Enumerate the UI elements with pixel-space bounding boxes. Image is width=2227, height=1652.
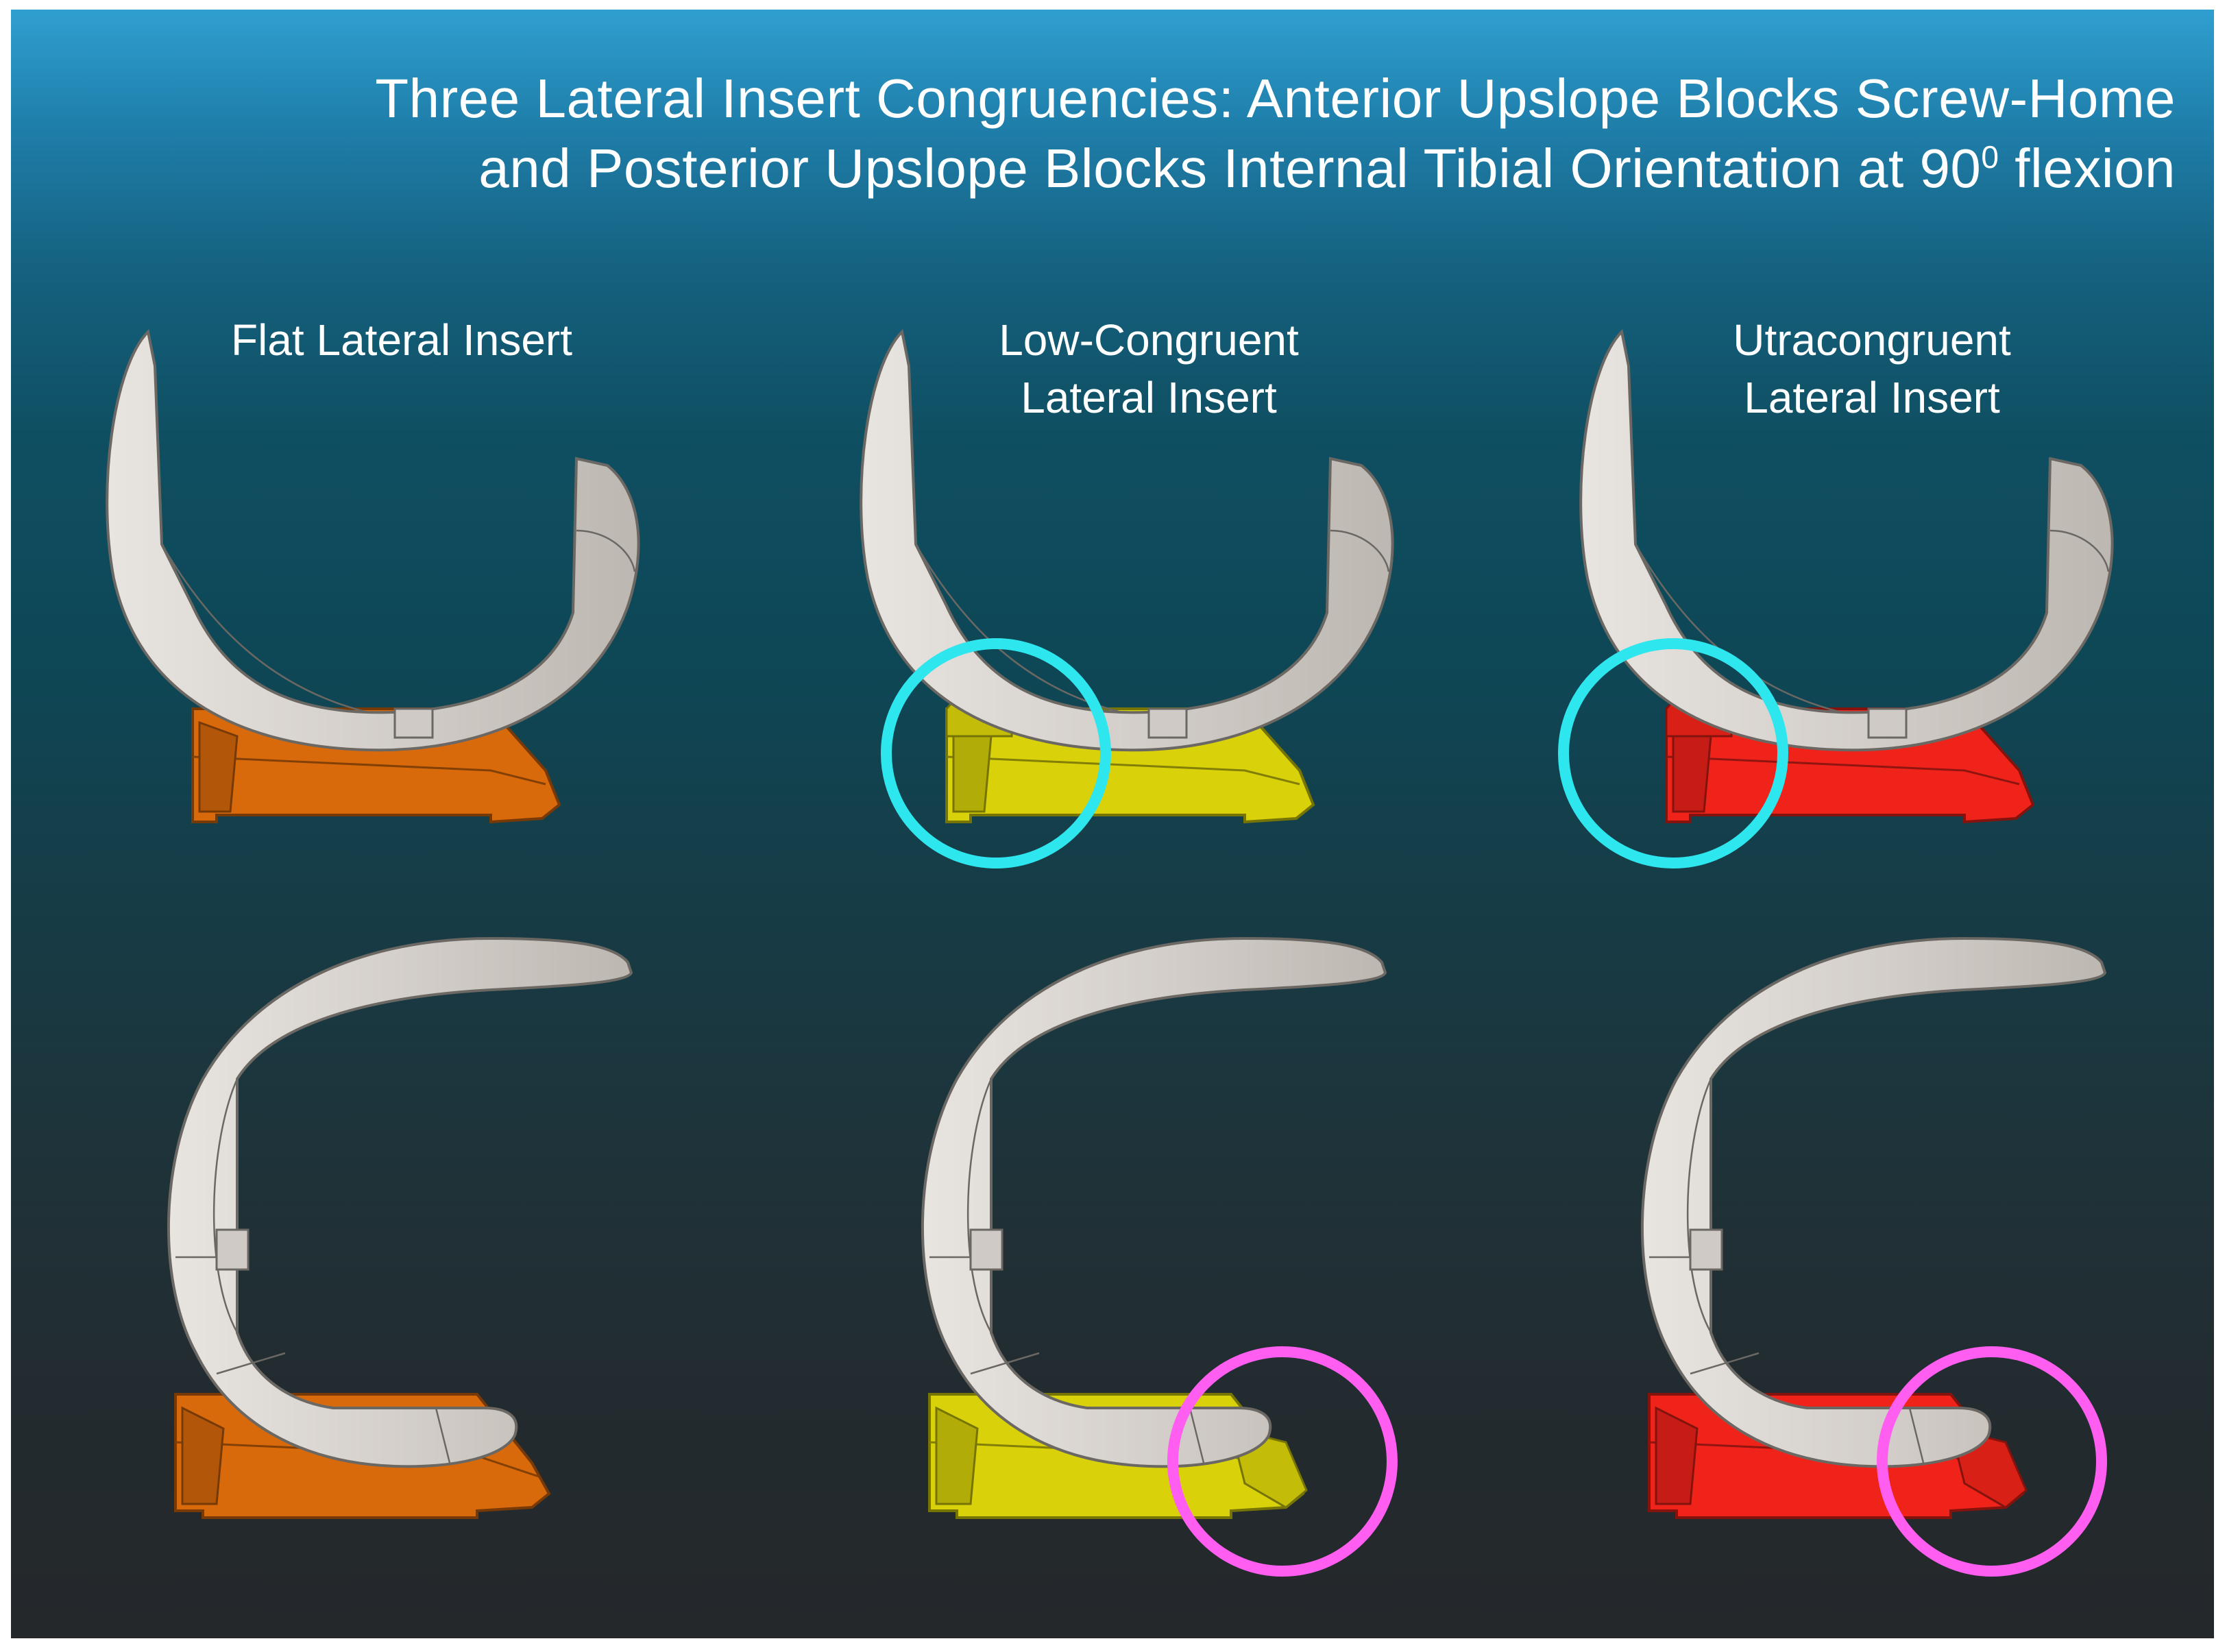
femoral-inner-edge [212,1078,239,1333]
column-label-flat-line1: Flat Lateral Insert [231,315,572,365]
femoral-component-top-1 [106,328,640,752]
implant-diagram [106,328,2114,1577]
extension-implant-2 [860,328,1394,824]
column-label-low-congruent: Low-Congruent Lateral Insert [888,311,1409,426]
femoral-peg [969,1228,1003,1271]
anterior-upslope-circle-low-congruent [881,638,1111,868]
title-line-1: Three Lateral Insert Congruencies: Anter… [375,68,2176,129]
extension-row [106,328,2114,824]
femoral-component-bottom-1 [167,936,633,1468]
femoral-peg [393,707,434,739]
extension-implant-1 [106,328,640,824]
femoral-peg [1147,707,1188,739]
flexion-implant-1 [167,936,633,1519]
insert-edge-line [946,755,1300,786]
title-line-2-suffix: flexion [1999,138,2176,199]
column-label-low-congruent-line2: Lateral Insert [1021,373,1277,422]
insert-edge-line [1666,755,2020,786]
femoral-inner-edge [914,544,1122,714]
insert-side-face [198,720,239,813]
title-line-2-text: and Posterior Upslope Blocks Internal Ti… [478,138,1982,199]
femoral-peg [1867,707,1908,739]
insert-side-face [181,1406,225,1505]
femoral-shell [167,936,633,1468]
femoral-shell [106,328,640,752]
column-label-ultracongruent-line1: Utracongruent [1733,315,2011,365]
femoral-chamfer-line [2049,529,2110,572]
anterior-upslope-circle-ultracongruent [1558,638,1788,868]
femoral-component-top-2 [860,328,1394,752]
flexion-implant-2 [921,936,1387,1519]
femoral-inner-edge [1686,1078,1712,1333]
column-label-ultracongruent-line2: Lateral Insert [1744,373,2000,422]
slide: Three Lateral Insert Congruencies: Anter… [11,10,2214,1638]
femoral-chamfer-line [576,529,636,572]
femoral-component-bottom-3 [1640,936,2107,1468]
insert-edge-line [192,755,546,786]
femoral-peg [1689,1228,1723,1271]
extension-implant-3 [1579,328,2114,824]
femoral-shell [860,328,1394,752]
femoral-shell [921,936,1387,1468]
congruency-circles [881,638,2107,1577]
column-label-ultracongruent: Utracongruent Lateral Insert [1611,311,2132,426]
femoral-chamfer-line [1330,529,1390,572]
flexion-implant-3 [1640,936,2107,1519]
femoral-component-top-3 [1579,328,2114,752]
degree-superscript: 0 [1981,139,1999,175]
femoral-component-bottom-2 [921,936,1387,1468]
posterior-upslope-circle-ultracongruent [1877,1346,2107,1577]
femoral-inner-edge [160,544,368,714]
femoral-shell [1640,936,2107,1468]
column-label-low-congruent-line1: Low-Congruent [999,315,1299,365]
insert-side-face [1655,1406,1699,1505]
posterior-upslope-circle-low-congruent [1167,1346,1398,1577]
insert-side-face [935,1406,979,1505]
femoral-shell [1579,328,2114,752]
column-label-flat: Flat Lateral Insert [141,311,662,369]
flexion-row [167,936,2107,1519]
femoral-inner-edge [966,1078,993,1333]
title-line-2: and Posterior Upslope Blocks Internal Ti… [478,137,2176,200]
femoral-peg [215,1228,250,1271]
